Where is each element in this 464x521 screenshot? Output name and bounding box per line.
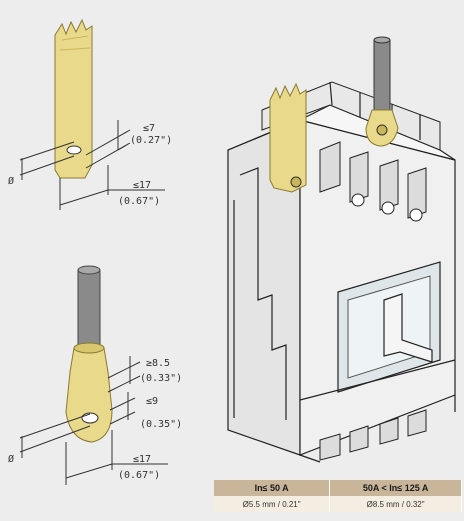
busbar-hole — [66, 145, 82, 155]
dim-b-hole: Ø — [8, 453, 14, 465]
table-header-low-current: In≤ 50 A — [214, 480, 331, 496]
busbar-terminal-figure: ≤7 (0.27") Ø ≤17 (0.67") — [8, 18, 172, 210]
table-value-high-current: Ø8.5 mm / 0.32" — [329, 496, 462, 512]
circuit-breaker — [227, 81, 456, 463]
dim-a-width: ≤17 — [133, 180, 151, 191]
current-spec-table: In≤ 50 A 50A < In≤ 125 A Ø5.5 mm / 0.21"… — [214, 480, 462, 512]
dim-b-thickness: ≤9 — [146, 396, 158, 407]
dim-a-width-in: (0.67") — [118, 196, 160, 207]
installed-cable-lug — [365, 36, 399, 147]
cable-lug-figure: ≥8.5 (0.33") ≤9 (0.35") Ø ≤17 (0.67") — [8, 265, 182, 485]
table-row: Ø5.5 mm / 0.21" Ø8.5 mm / 0.32" — [214, 496, 462, 512]
toggle-handle — [383, 293, 433, 363]
dim-b-outer-in: (0.33") — [140, 373, 182, 384]
dim-a-hole: Ø — [8, 175, 14, 187]
lug-body — [65, 347, 113, 443]
cable — [77, 269, 101, 351]
dim-a-thickness-in: (0.27") — [130, 135, 172, 146]
table-header-row: In≤ 50 A 50A < In≤ 125 A — [214, 480, 462, 496]
table-header-high-current: 50A < In≤ 125 A — [329, 480, 462, 496]
table-value-low-current: Ø5.5 mm / 0.21" — [214, 496, 331, 512]
dim-a-thickness: ≤7 — [143, 123, 155, 134]
dim-b-width: ≤17 — [133, 454, 151, 465]
dim-b-outer: ≥8.5 — [146, 358, 170, 369]
installed-busbar — [269, 82, 307, 193]
dim-b-thickness-in: (0.35") — [140, 419, 182, 430]
dim-b-width-in: (0.67") — [118, 470, 160, 481]
